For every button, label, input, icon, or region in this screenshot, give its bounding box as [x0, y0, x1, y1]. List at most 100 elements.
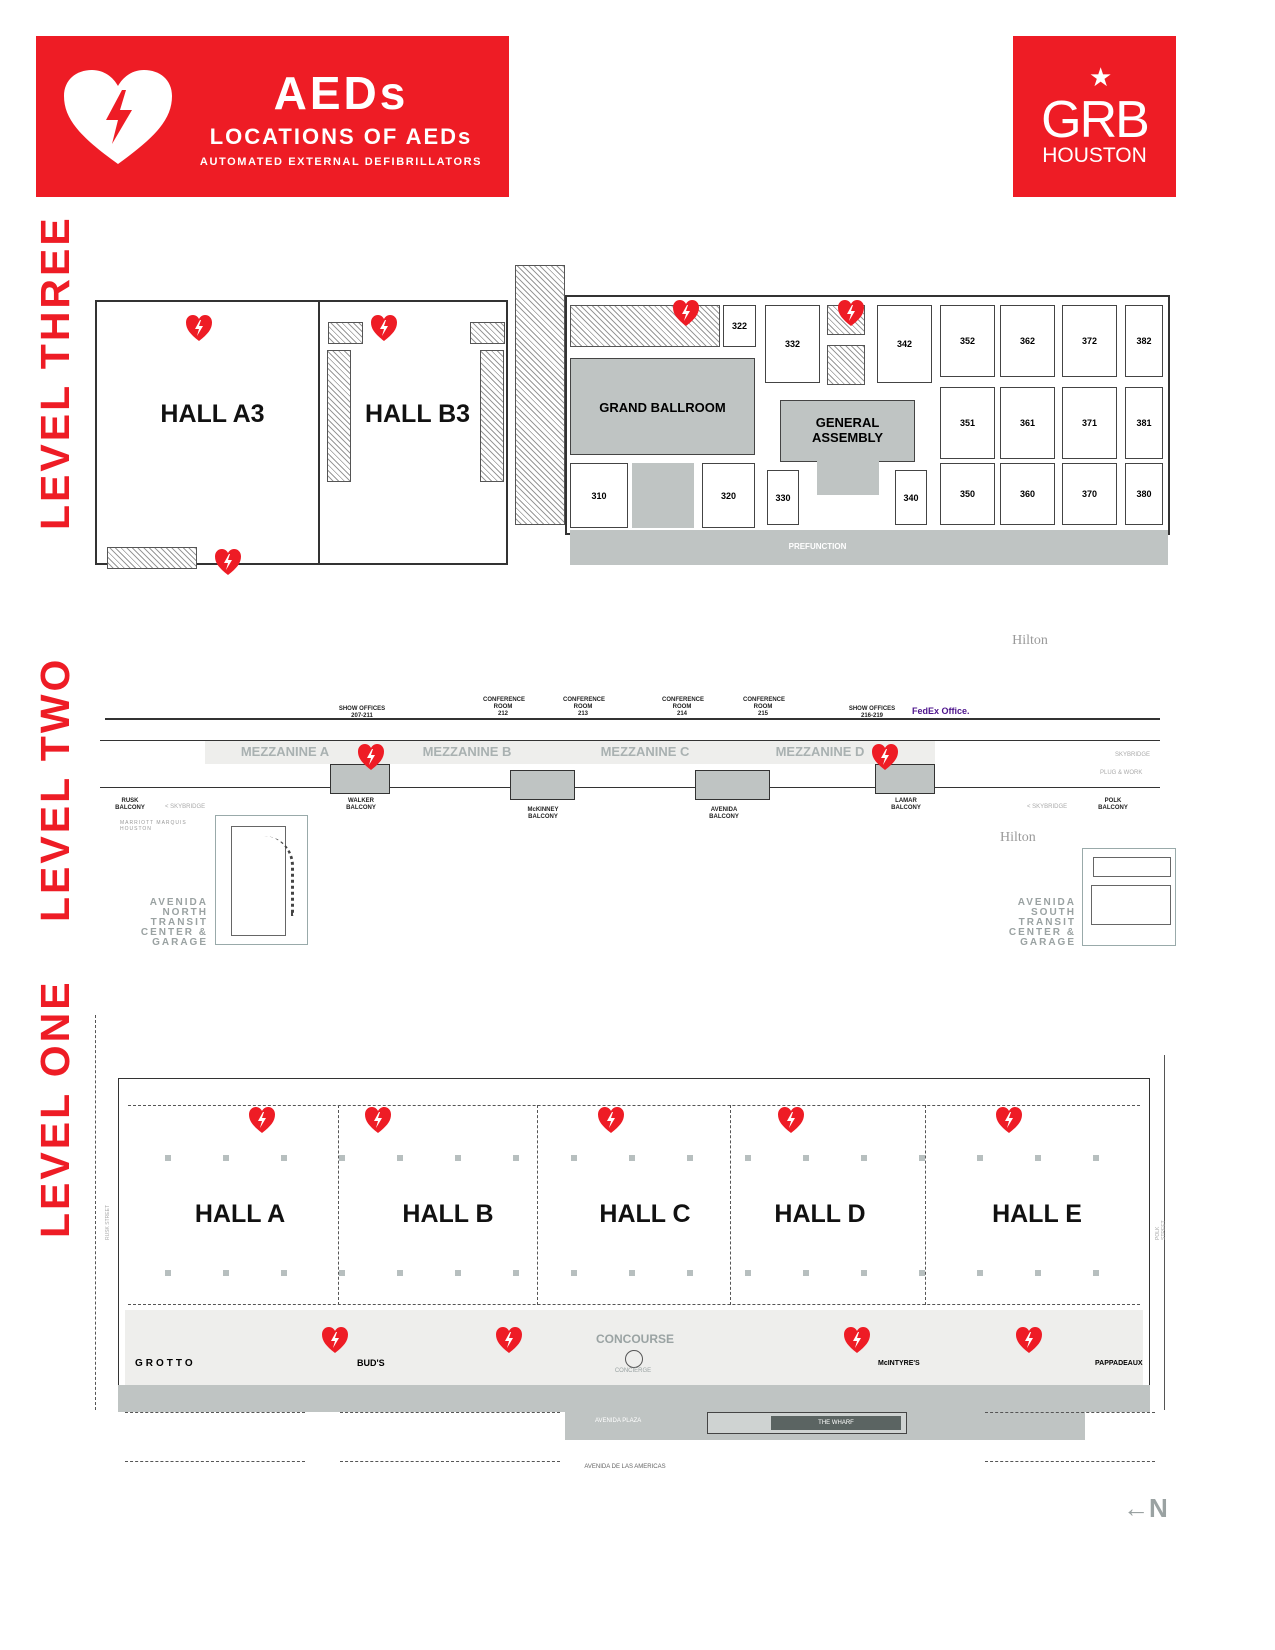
column	[861, 1155, 867, 1161]
marriott-logo: MARRIOTT MARQUIS HOUSTON	[120, 820, 187, 832]
room-type: CONFERENCE ROOM	[563, 697, 606, 710]
meeting-room: 370	[1062, 463, 1117, 525]
aed-location-icon	[321, 1326, 349, 1354]
level-three-plan: HALL A3 HALL B3 GRAND BALLROOM 310 320 3…	[95, 265, 1170, 648]
column	[571, 1270, 577, 1276]
column	[977, 1155, 983, 1161]
level-three-label: LEVEL THREE	[32, 215, 78, 530]
the-wharf: THE WHARF	[771, 1416, 901, 1430]
column	[339, 1270, 345, 1276]
page-title: AEDs	[273, 67, 409, 119]
mcintyres-logo: McINTYRE'S	[878, 1360, 920, 1367]
buds-logo: BUD'S	[357, 1358, 385, 1368]
hilton-logo-2: Hilton	[1000, 830, 1036, 845]
street-avenida-de-las-americas: AVENIDA DE LAS AMERICAS	[584, 1464, 666, 1470]
general-assembly: GENERAL ASSEMBLY	[811, 415, 884, 445]
hilton-logo: Hilton	[1012, 633, 1048, 648]
column	[513, 1270, 519, 1276]
hall-b3: HALL B3	[364, 400, 471, 428]
room-type: CONFERENCE ROOM	[743, 697, 786, 710]
column	[803, 1155, 809, 1161]
column	[571, 1155, 577, 1161]
north-garage-label: AVENIDA NORTH TRANSIT CENTER & GARAGE	[140, 897, 208, 948]
hall-d: HALL D	[774, 1200, 866, 1228]
meeting-room: 350	[940, 463, 995, 525]
arrow-left-icon: ←	[1123, 1493, 1149, 1523]
balcony-label: LAMAR BALCONY	[891, 798, 921, 811]
skybridge-label-left: < SKYBRIDGE	[165, 804, 206, 810]
room-340: 340	[895, 470, 927, 525]
column	[513, 1155, 519, 1161]
north-arrow: ←N	[1123, 1493, 1168, 1524]
hall-b: HALL B	[402, 1200, 494, 1228]
aed-location-icon	[777, 1106, 805, 1134]
logo-text: GRB	[1041, 91, 1150, 149]
plug-and-work-label: PLUG & WORK	[1100, 770, 1143, 776]
balcony-label: McKINNEY BALCONY	[527, 807, 559, 820]
room-type: CONFERENCE ROOM	[662, 697, 705, 710]
hall-c: HALL C	[599, 1200, 691, 1228]
aed-location-icon	[672, 299, 700, 327]
room-type: CONFERENCE ROOM	[483, 697, 526, 710]
page-caption: AUTOMATED EXTERNAL DEFIBRILLATORS	[199, 156, 483, 168]
column	[977, 1270, 983, 1276]
aed-location-icon	[495, 1326, 523, 1354]
column	[455, 1270, 461, 1276]
concourse-label: CONCOURSE	[595, 1332, 674, 1346]
level-two-label: LEVEL TWO	[32, 656, 78, 922]
street-rusk: RUSK STREET	[105, 1204, 111, 1240]
hall-divider	[925, 1105, 926, 1305]
column	[687, 1155, 693, 1161]
hall-a3: HALL A3	[160, 400, 265, 428]
hall-divider	[730, 1105, 731, 1305]
room-type: SHOW OFFICES	[848, 706, 896, 712]
column	[165, 1155, 171, 1161]
column	[919, 1270, 925, 1276]
grb-logo: ★ GRB HOUSTON	[1013, 36, 1176, 197]
mezzanine-label: MEZZANINE B	[422, 744, 512, 759]
star-icon: ★	[1089, 62, 1113, 92]
grand-ballroom: GRAND BALLROOM	[599, 400, 726, 415]
aed-location-icon	[370, 314, 398, 342]
aed-location-icon	[185, 314, 213, 342]
room-number: 214	[676, 711, 687, 717]
aed-location-icon	[995, 1106, 1023, 1134]
column	[919, 1155, 925, 1161]
room-332: 332	[765, 305, 820, 383]
room-320: 320	[702, 463, 755, 528]
column	[803, 1270, 809, 1276]
meeting-room: 362	[1000, 305, 1055, 377]
title-banner: AEDs LOCATIONS OF AEDs AUTOMATED EXTERNA…	[36, 36, 509, 197]
pappadeaux-logo: PAPPADEAUX	[1095, 1360, 1143, 1367]
column	[455, 1155, 461, 1161]
concierge-label: CONCIERGE	[614, 1368, 652, 1374]
north-garage-map	[215, 815, 308, 945]
balcony-label: RUSK BALCONY	[115, 798, 145, 811]
meeting-room: 361	[1000, 387, 1055, 459]
column	[339, 1155, 345, 1161]
column	[687, 1270, 693, 1276]
column	[397, 1270, 403, 1276]
south-garage-label: AVENIDA SOUTH TRANSIT CENTER & GARAGE	[1008, 897, 1076, 948]
fedex-logo: FedEx Office.	[912, 706, 970, 716]
column	[1093, 1155, 1099, 1161]
aed-location-icon	[1015, 1326, 1043, 1354]
meeting-room: 380	[1125, 463, 1163, 525]
column	[1035, 1270, 1041, 1276]
column	[1093, 1270, 1099, 1276]
column	[223, 1270, 229, 1276]
meeting-room: 360	[1000, 463, 1055, 525]
meeting-room: 381	[1125, 387, 1163, 459]
room-342: 342	[877, 305, 932, 383]
street-polk: POLK STREET	[1155, 1220, 1167, 1240]
column	[629, 1155, 635, 1161]
room-type: SHOW OFFICES	[338, 706, 386, 712]
south-garage-map	[1082, 848, 1176, 946]
aed-location-icon	[357, 743, 385, 771]
column	[397, 1155, 403, 1161]
